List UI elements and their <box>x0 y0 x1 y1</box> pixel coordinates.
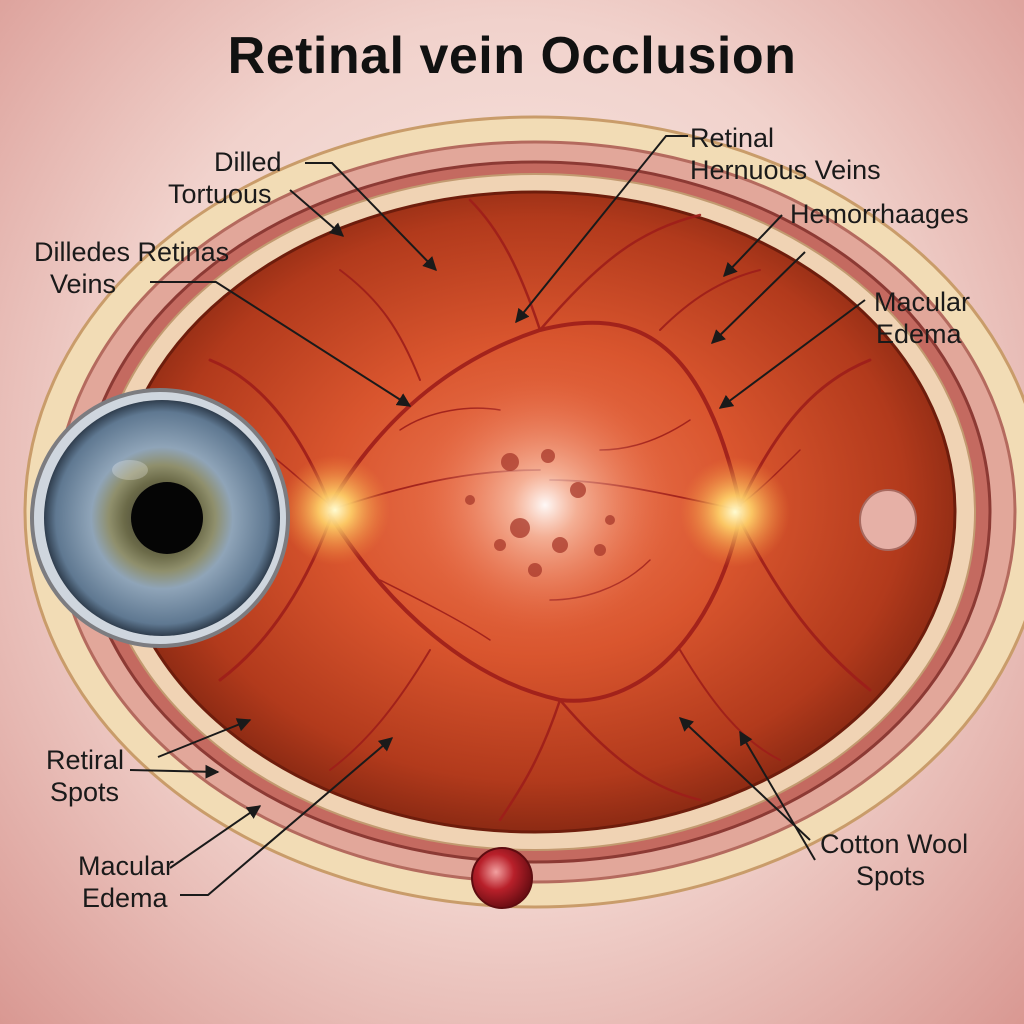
label-dilled-tortuous: Dilled Tortuous <box>168 147 282 209</box>
vessel-nodule <box>471 847 533 909</box>
label-hemorrhaages: Hemorrhaages <box>790 199 969 229</box>
optic-disc-right <box>680 457 790 567</box>
label-retiral-spots: Retiral Spots <box>46 745 125 807</box>
label-macular-edema-left: Macular Edema <box>78 851 175 913</box>
pupil <box>131 482 203 554</box>
optic-disc-left <box>280 455 390 565</box>
label-cotton-wool-spots: Cotton Wool Spots <box>820 829 969 891</box>
label-retinal-hernuous-veins: Retinal Hernuous Veins <box>690 123 881 185</box>
leader-lines <box>129 135 866 896</box>
label-macular-edema-right: Macular Edema <box>874 287 971 349</box>
hemorrhage-spots <box>465 449 615 577</box>
page-title: Retinal vein Occlusion <box>227 27 797 85</box>
macula <box>415 375 675 635</box>
label-dilleded-retinas-veins: Dilledes Retinas Veins <box>34 237 230 299</box>
